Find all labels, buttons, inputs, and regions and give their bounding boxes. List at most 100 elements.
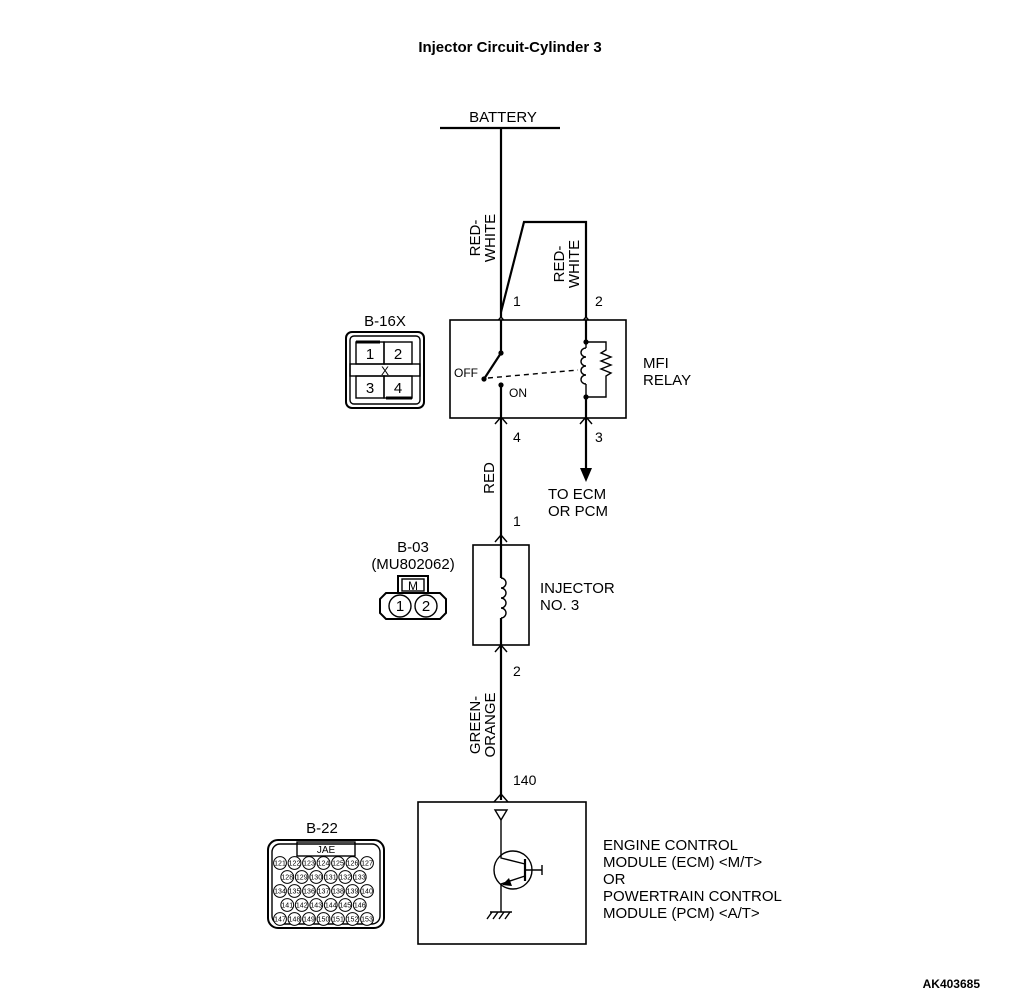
relay-on-label: ON	[509, 386, 527, 400]
ecm-ground-hatch-1	[486, 911, 493, 920]
ecm-terminal-140	[493, 792, 509, 803]
connector-b22-cavity	[345, 884, 360, 898]
connector-b22-cavity	[316, 912, 331, 926]
connector-b22-pin-label: 142	[296, 902, 308, 909]
svg-text:RED: RED	[481, 462, 498, 494]
connector-b22-pin-label: 153	[361, 916, 373, 923]
to-ecm-arrow	[580, 468, 592, 482]
wire-label-red-white-right: RED- WHITE	[551, 240, 583, 288]
connector-b22-pin-label: 132	[339, 874, 351, 881]
wire-red-white-branch	[499, 220, 588, 318]
connector-b22-pin-label: 149	[303, 916, 315, 923]
connector-b22-pin-label: 122	[289, 860, 301, 867]
connector-b22-pin-label: 129	[296, 874, 308, 881]
connector-b22-pin-label: 147	[274, 916, 286, 923]
svg-text:WHITE: WHITE	[482, 214, 499, 262]
ecm-ground-hatch-3	[498, 911, 505, 920]
connector-b22-pin-label: 139	[347, 888, 359, 895]
connector-b22-pin-label: 125	[332, 860, 344, 867]
injector-coil	[500, 577, 507, 619]
svg-text:WHITE: WHITE	[566, 240, 583, 288]
connector-b22-cavity	[302, 912, 316, 926]
relay-switch-arm	[483, 352, 502, 380]
svg-text:2: 2	[394, 346, 402, 363]
relay-name-line-2: RELAY	[643, 372, 691, 389]
injector-pin-1: 1	[513, 513, 521, 529]
connector-b22-cavity	[287, 912, 302, 926]
svg-text:RED-: RED-	[551, 246, 568, 283]
connector-b22-pin-label: 151	[332, 916, 344, 923]
injector-name-line-1: INJECTOR	[540, 580, 615, 597]
mfi-relay-box	[449, 319, 627, 419]
connector-b22-cavity	[316, 884, 331, 898]
connector-b22-pin-label: 152	[347, 916, 359, 923]
injector-terminal-1	[494, 533, 508, 543]
connector-b22-cavity	[360, 884, 374, 898]
connector-b22-cavity	[302, 856, 316, 870]
connector-b22-pin-label: 140	[361, 888, 373, 895]
connector-b22-cavity	[338, 870, 353, 884]
svg-text:X: X	[381, 364, 389, 378]
connector-b22-pin-label: 131	[325, 874, 337, 881]
connector-b22-pin-label: 146	[354, 902, 366, 909]
connector-b22-pin-label: 133	[354, 874, 366, 881]
connector-b22-pin-label: 138	[332, 888, 344, 895]
svg-text:ORANGE: ORANGE	[482, 692, 499, 757]
connector-b03: B-03 (MU802062) M 1 2	[371, 539, 455, 620]
connector-b22-cavity	[323, 870, 338, 884]
connector-b22-cavity	[338, 898, 353, 912]
connector-b22-cavity	[287, 884, 302, 898]
ecm-pin-140: 140	[513, 772, 537, 788]
connector-b22-cavity	[331, 856, 345, 870]
connector-b16x-label: B-16X	[364, 313, 406, 330]
svg-text:4: 4	[394, 380, 402, 397]
ecm-input-marker	[493, 809, 509, 822]
connector-b22-cavity	[309, 870, 324, 884]
connector-b22-label: B-22	[306, 820, 338, 837]
connector-b22-cavity	[345, 912, 360, 926]
diagram-title: Injector Circuit-Cylinder 3	[418, 39, 601, 56]
svg-text:3: 3	[366, 380, 374, 397]
connector-b22-pin-label: 141	[281, 902, 293, 909]
connector-b22-pin-label: 148	[289, 916, 301, 923]
wire-label-red: RED	[481, 462, 498, 494]
relay-pivot	[481, 376, 487, 382]
connector-b16x: B-16X 1 2 X 3 4	[345, 313, 425, 409]
connector-b22-cavity	[273, 884, 287, 898]
relay-name-line-1: MFI	[643, 355, 669, 372]
svg-text:ENGINE CONTROL: ENGINE CONTROL	[603, 837, 738, 854]
ecm-transistor-collector	[500, 852, 526, 865]
connector-b22-pin-label: 126	[347, 860, 359, 867]
connector-b22-pin-label: 134	[274, 888, 286, 895]
relay-pin-1: 1	[513, 293, 521, 309]
wire-label-red-white-left: RED- WHITE	[467, 214, 499, 262]
relay-pin-4: 4	[513, 429, 521, 445]
connector-b22-cavity	[360, 912, 374, 926]
ecm-transistor-emitter-arrow	[502, 878, 512, 886]
connector-b03-label: B-03	[397, 539, 429, 556]
connector-b22-cavity	[360, 856, 374, 870]
connector-b22-cavity	[280, 870, 295, 884]
connector-b22-cavity	[287, 856, 302, 870]
connector-b22-pin-label: 135	[289, 888, 301, 895]
connector-b22-cavity	[273, 856, 287, 870]
connector-b22-pin-label: 144	[325, 902, 337, 909]
svg-text:1: 1	[366, 346, 374, 363]
connector-b22-cavity	[294, 870, 309, 884]
to-ecm-label-line-1: TO ECM	[548, 486, 606, 503]
connector-b22-cavity	[280, 898, 295, 912]
relay-coil-resistor	[586, 341, 613, 398]
connector-b22-pin-label: 123	[303, 860, 315, 867]
connector-b22-cavity	[302, 884, 316, 898]
injector-name-line-2: NO. 3	[540, 597, 579, 614]
relay-coil	[580, 347, 587, 385]
relay-off-label: OFF	[454, 366, 478, 380]
relay-terminal-3	[579, 415, 593, 425]
connector-b22-cavity	[294, 898, 309, 912]
svg-text:OR: OR	[603, 871, 626, 888]
connector-b22-pin-label: 128	[281, 874, 293, 881]
figure-id: AK403685	[923, 977, 981, 991]
connector-b22-pin-label: 150	[318, 916, 330, 923]
relay-pin-3: 3	[595, 429, 603, 445]
